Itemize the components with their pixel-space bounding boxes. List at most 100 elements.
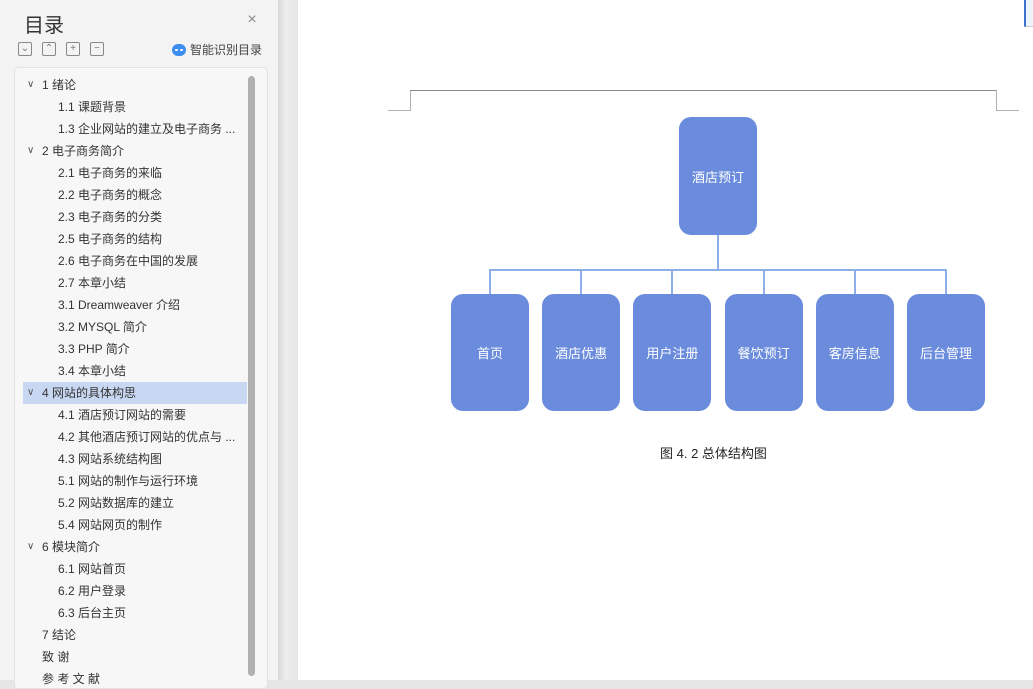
child-connector <box>945 270 947 294</box>
toc-item[interactable]: 3.4 本章小结 <box>23 360 247 382</box>
toc-item-label: 3.2 MYSQL 简介 <box>58 320 147 334</box>
toc-item[interactable]: 2.7 本章小结 <box>23 272 247 294</box>
toc-item[interactable]: 2.5 电子商务的结构 <box>23 228 247 250</box>
toc-item[interactable]: 7 结论 <box>23 624 247 646</box>
toc-item[interactable]: 5.2 网站数据库的建立 <box>23 492 247 514</box>
toc-scrollbar[interactable] <box>248 76 255 676</box>
toc-item[interactable]: 5.4 网站网页的制作 <box>23 514 247 536</box>
toc-item-label: 致 谢 <box>42 650 70 664</box>
diagram-child-node[interactable]: 酒店优惠 <box>542 294 621 411</box>
expand-level-button[interactable]: + <box>66 42 80 56</box>
toc-item-label: 3.4 本章小结 <box>58 364 127 378</box>
toc-item-label: 2.1 电子商务的来临 <box>58 166 163 180</box>
child-connector <box>853 270 856 294</box>
smart-toc-button[interactable]: 智能识别目录 <box>172 41 262 58</box>
close-icon[interactable]: × <box>247 11 257 28</box>
toc-item-label: 4.1 酒店预订网站的需要 <box>58 408 187 422</box>
header-rule <box>410 90 996 91</box>
ai-assistant-icon <box>172 43 186 56</box>
child-node-label: 酒店优惠 <box>555 346 608 361</box>
child-connector <box>671 270 674 294</box>
sidebar-title: 目录 <box>24 15 64 37</box>
root-connector <box>717 235 719 270</box>
toc-item[interactable]: ∨ 2 电子商务简介 <box>23 140 247 162</box>
toc-item-label: 3.1 Dreamweaver 介绍 <box>58 298 181 312</box>
root-node-label: 酒店预订 <box>691 169 744 185</box>
toc-item[interactable]: 4.2 其他酒店预订网站的优点与 ... <box>23 426 247 448</box>
collapse-all-button[interactable]: ⌃ <box>42 42 56 56</box>
toc-item[interactable]: 3.1 Dreamweaver 介绍 <box>23 294 247 316</box>
toc-item-label: 6 模块简介 <box>42 540 101 554</box>
toc-item-label: 5.1 网站的制作与运行环境 <box>58 474 199 488</box>
toc-item-label: 1.1 课题背景 <box>58 100 127 114</box>
child-node-label: 客房信息 <box>828 346 881 361</box>
toc-list: ∨ 1 绪论 1.1 课题背景 1.3 企业网站的建立及电子商务 ... ∨ 2 电子商务… <box>14 67 268 689</box>
chevron-down-icon[interactable]: ∨ <box>27 145 35 156</box>
chevron-down-icon[interactable]: ∨ <box>27 79 35 90</box>
toc-item-label: 4.3 网站系统结构图 <box>58 452 163 466</box>
toc-item-label: 2.2 电子商务的概念 <box>58 188 163 202</box>
diagram-child-node[interactable]: 客房信息 <box>815 294 894 411</box>
margin-corner-right <box>996 90 1019 111</box>
toc-sidebar: 目录 × ⌄ ⌃ + − 智能识别目录 ∨ 1 绪论 1.1 课题背景 1.3 企业网… <box>0 0 278 689</box>
toc-item[interactable]: 3.2 MYSQL 简介 <box>23 316 247 338</box>
child-node-label: 餐饮预订 <box>737 346 790 361</box>
toc-item[interactable]: 6.1 网站首页 <box>23 558 247 580</box>
child-node-label: 用户注册 <box>646 346 699 361</box>
child-connector <box>762 270 765 294</box>
toc-item-label: 2.3 电子商务的分类 <box>58 210 163 224</box>
toc-item-label: 1.3 企业网站的建立及电子商务 ... <box>58 122 236 136</box>
chevron-down-icon[interactable]: ∨ <box>27 541 35 552</box>
toc-item-label: 7 结论 <box>42 628 77 642</box>
child-node-label: 首页 <box>476 346 503 361</box>
diagram-child-node[interactable]: 后台管理 <box>907 294 985 411</box>
toc-item[interactable]: 4.1 酒店预订网站的需要 <box>23 404 247 426</box>
sidebar-divider[interactable] <box>278 0 298 680</box>
expand-all-button[interactable]: ⌄ <box>18 42 32 56</box>
toc-item-label: 6.1 网站首页 <box>58 562 127 576</box>
toc-item-label: 参 考 文 献 <box>42 672 101 686</box>
toc-item-label: 2 电子商务简介 <box>42 144 125 158</box>
toc-item[interactable]: 3.3 PHP 简介 <box>23 338 247 360</box>
toc-item[interactable]: 2.6 电子商务在中国的发展 <box>23 250 247 272</box>
toc-item[interactable]: 2.1 电子商务的来临 <box>23 162 247 184</box>
child-connector <box>580 270 583 294</box>
toc-item[interactable]: 2.2 电子商务的概念 <box>23 184 247 206</box>
bus-connector <box>489 269 947 271</box>
toc-item[interactable]: 6.2 用户登录 <box>23 580 247 602</box>
toc-item-label: 2.5 电子商务的结构 <box>58 232 163 246</box>
toc-item[interactable]: ∨ 1 绪论 <box>23 74 247 96</box>
toc-item-label: 4 网站的具体构思 <box>42 386 137 400</box>
child-node-label: 后台管理 <box>919 346 972 361</box>
toc-item[interactable]: 致 谢 <box>23 646 247 668</box>
toc-item-label: 1 绪论 <box>42 78 77 92</box>
toc-item[interactable]: ∨ 4 网站的具体构思 <box>23 382 247 404</box>
toc-item-label: 3.3 PHP 简介 <box>58 342 130 356</box>
toc-item[interactable]: 1.1 课题背景 <box>23 96 247 118</box>
chevron-down-icon[interactable]: ∨ <box>27 387 35 398</box>
document-page: 酒店预订 首页 酒店优惠 用户注册 餐饮预订 客房信息 后台管理 图 4. 2 总体结构图 <box>298 0 1033 680</box>
toc-item-label: 4.2 其他酒店预订网站的优点与 ... <box>58 430 236 444</box>
toc-item[interactable]: ∨ 6 模块简介 <box>23 536 247 558</box>
diagram-child-node[interactable]: 首页 <box>451 294 529 411</box>
toc-item-label: 6.3 后台主页 <box>58 606 127 620</box>
toc-item[interactable]: 5.1 网站的制作与运行环境 <box>23 470 247 492</box>
collapse-level-button[interactable]: − <box>90 42 104 56</box>
toc-item[interactable]: 2.3 电子商务的分类 <box>23 206 247 228</box>
figure-caption: 图 4. 2 总体结构图 <box>660 446 767 461</box>
margin-corner-left <box>388 90 411 111</box>
toc-item-label: 2.7 本章小结 <box>58 276 127 290</box>
cursor-marker <box>1024 0 1033 27</box>
toc-item[interactable]: 6.3 后台主页 <box>23 602 247 624</box>
diagram-child-node[interactable]: 用户注册 <box>633 294 712 411</box>
toc-item-label: 2.6 电子商务在中国的发展 <box>58 254 199 268</box>
toc-item[interactable]: 参 考 文 献 <box>23 668 247 688</box>
toc-item-label: 5.4 网站网页的制作 <box>58 518 163 532</box>
toc-item[interactable]: 4.3 网站系统结构图 <box>23 448 247 470</box>
child-connector <box>489 270 491 294</box>
toc-item[interactable]: 1.3 企业网站的建立及电子商务 ... <box>23 118 247 140</box>
diagram-root-node[interactable]: 酒店预订 <box>679 117 757 235</box>
toc-item-label: 6.2 用户登录 <box>58 584 127 598</box>
diagram-child-node[interactable]: 餐饮预订 <box>724 294 803 411</box>
toc-item-label: 5.2 网站数据库的建立 <box>58 496 175 510</box>
